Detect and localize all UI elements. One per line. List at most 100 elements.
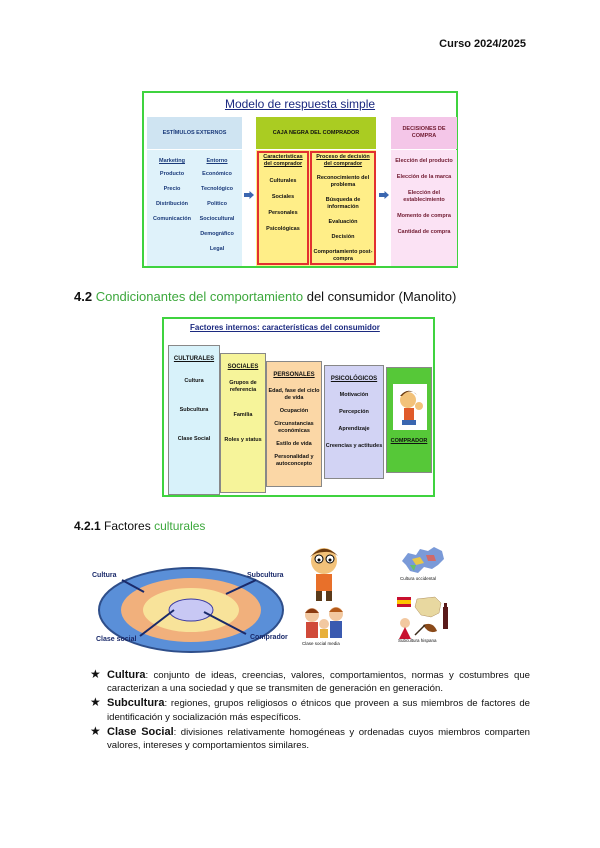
- family-illustration: [300, 604, 352, 642]
- circle-label-social-class: Clase social: [96, 636, 137, 643]
- list-item: Familia: [233, 412, 253, 418]
- list-item: Cultura: [184, 378, 204, 384]
- marketing-heading: Marketing: [159, 158, 185, 164]
- list-item: Comportamiento post-compra: [313, 249, 373, 262]
- decision-process-column: Proceso de decisión del comprador Recono…: [310, 151, 376, 265]
- list-item: Culturales: [269, 178, 297, 184]
- section-rest-text: del consumidor (Manolito): [303, 289, 457, 304]
- list-item: Decisión: [331, 234, 355, 240]
- section-heading: 4.2 Condicionantes del comportamiento de…: [74, 289, 456, 304]
- decision-process-heading: Proceso de decisión del comprador: [316, 154, 370, 167]
- list-item: ★ Subcultura: regiones, grupos religiosos…: [90, 695, 530, 723]
- circle-label-buyer: Comprador: [250, 634, 288, 641]
- list-item: Distribución: [155, 201, 189, 207]
- cultural-factors-definitions: ★ Cultura: conjunto de ideas, creencias, …: [90, 667, 530, 754]
- buyer-characteristics-column: Características del comprador Culturales…: [257, 151, 309, 265]
- list-item: Cantidad de compra: [397, 229, 451, 235]
- definition-text: : divisiones relativamente homogéneas y …: [107, 726, 530, 752]
- list-item: Elección de la marca: [396, 174, 452, 180]
- cartoon-character-illustration: [310, 548, 338, 601]
- box-heading: PERSONALES: [273, 372, 315, 378]
- arrow-right-icon: [379, 191, 389, 199]
- social-factors-box: SOCIALES Grupos de referencia Familia Ro…: [220, 353, 266, 493]
- black-box-panel: [256, 150, 376, 266]
- subsection-heading: 4.2.1 Factores culturales: [74, 519, 205, 533]
- black-box-heading: CAJA NEGRA DEL COMPRADOR: [256, 117, 376, 149]
- buyer-box: COMPRADOR: [386, 367, 432, 473]
- spain-culture-illustration: [397, 596, 448, 639]
- list-item: Percepción: [339, 409, 369, 415]
- list-item: Tecnológico: [201, 186, 233, 192]
- section-green-text: Condicionantes del comportamiento: [95, 289, 304, 304]
- europe-map-illustration: [402, 547, 444, 573]
- list-item: Producto: [159, 171, 185, 177]
- list-item: Evaluación: [328, 219, 358, 225]
- definition-text: : conjunto de ideas, creencias, valores,…: [107, 670, 530, 695]
- circle-label-culture: Cultura: [92, 572, 117, 579]
- subsection-number: 4.2.1: [74, 519, 101, 533]
- section-number: 4.2: [74, 289, 93, 304]
- box-heading: SOCIALES: [227, 364, 259, 370]
- list-item: Legal: [209, 246, 225, 252]
- star-icon: ★: [90, 667, 101, 681]
- list-item: Búsqueda de información: [325, 197, 361, 210]
- personal-factors-box: PERSONALES Edad, fase del ciclo de vida …: [266, 361, 322, 487]
- buyer-label: COMPRADOR: [390, 438, 428, 444]
- environment-heading: Entorno: [206, 158, 228, 164]
- list-item: Estilo de vida: [276, 441, 312, 447]
- figure-title: Modelo de respuesta simple: [224, 97, 376, 111]
- list-item: Político: [207, 201, 227, 207]
- western-culture-caption: Cultura occidental: [400, 576, 437, 581]
- external-stimuli-panel: Marketing Producto Precio Distribución C…: [147, 150, 242, 266]
- external-stimuli-heading: ESTÍMULOS EXTERNOS: [147, 117, 242, 149]
- subsection-green-text: culturales: [154, 519, 206, 533]
- list-item: Roles y status: [224, 437, 262, 443]
- circle-label-subculture: Subcultura: [247, 572, 284, 579]
- list-item: Clase Social: [177, 436, 211, 442]
- course-header: Curso 2024/2025: [439, 38, 526, 50]
- subsection-text: Factores: [100, 519, 155, 533]
- list-item: Personales: [268, 210, 298, 216]
- list-item: Económico: [202, 171, 232, 177]
- list-item: Personalidad y autoconcepto: [274, 454, 314, 467]
- box-heading: CULTURALES: [173, 356, 215, 362]
- buyer-characteristics-heading: Características del comprador: [263, 154, 303, 167]
- list-item: Precio: [163, 186, 181, 192]
- definition-term: Subcultura: [107, 697, 165, 710]
- list-item: Reconocimiento del problema: [316, 175, 370, 188]
- social-class-caption: Clase social media: [302, 641, 340, 646]
- list-item: Subcultura: [179, 407, 209, 413]
- simple-response-model-figure: Modelo de respuesta simple ESTÍMULOS EXT…: [142, 91, 458, 268]
- definition-term: Cultura: [107, 669, 146, 681]
- cultural-factors-circles: [98, 567, 284, 653]
- internal-factors-figure: Factores internos: características del c…: [162, 317, 435, 497]
- buyer-illustration: [393, 384, 427, 430]
- list-item: Edad, fase del ciclo de vida: [268, 388, 320, 401]
- star-icon: ★: [90, 695, 101, 710]
- list-item: Grupos de referencia: [229, 380, 257, 393]
- list-item: Motivación: [339, 392, 369, 398]
- list-item: Sociales: [271, 194, 295, 200]
- list-item: Circunstancias económicas: [274, 421, 314, 434]
- list-item: Aprendizaje: [338, 426, 370, 432]
- list-item: ★ Cultura: conjunto de ideas, creencias, …: [90, 667, 530, 695]
- list-item: Psicológicas: [266, 226, 300, 232]
- list-item: Elección del producto: [395, 158, 453, 164]
- list-item: Momento de compra: [397, 213, 451, 219]
- list-item: Creencias y actitudes: [325, 443, 383, 449]
- list-item: Elección del establecimiento: [403, 190, 445, 203]
- list-item: Comunicación: [153, 216, 191, 222]
- list-item: Demográfico: [200, 231, 234, 237]
- definition-text: : regiones, grupos religiosos o étnicos …: [107, 698, 530, 723]
- cultural-factors-box: CULTURALES Cultura Subcultura Clase Soci…: [168, 345, 220, 495]
- arrow-right-icon: [244, 191, 254, 199]
- purchase-decisions-heading: DECISIONES DE COMPRA: [391, 117, 457, 149]
- star-icon: ★: [90, 723, 101, 738]
- definition-term: Clase Social: [107, 725, 174, 738]
- hispanic-subculture-caption: Subcultura hispana: [398, 638, 437, 643]
- list-item: Ocupación: [279, 408, 309, 414]
- list-item: Sociocultural: [199, 216, 235, 222]
- figure-title: Factores internos: características del c…: [190, 323, 380, 332]
- purchase-decisions-panel: Elección del producto Elección de la mar…: [391, 150, 457, 266]
- psychological-factors-box: PSICOLÓGICOS Motivación Percepción Apren…: [324, 365, 384, 479]
